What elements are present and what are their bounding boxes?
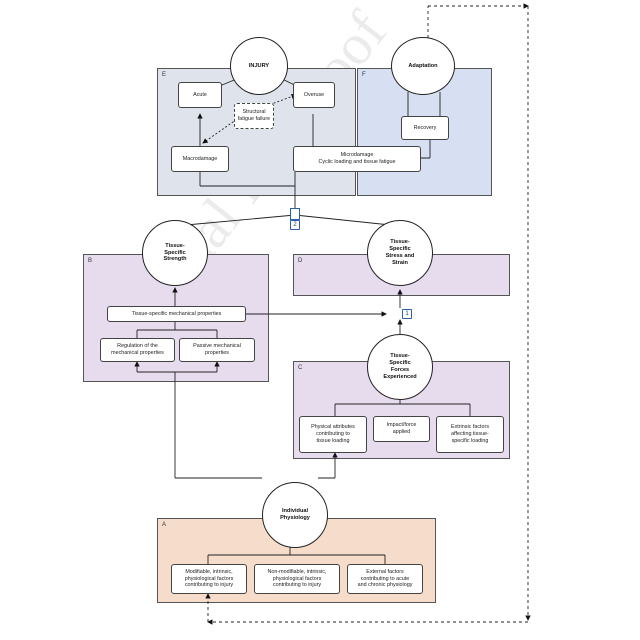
non-modifiable-box: Non-modifiable, intrinsic, physiological… <box>254 564 340 594</box>
injury-circle: INJURY <box>230 37 288 95</box>
recovery-box: Recovery <box>401 116 449 140</box>
panel-d-letter: D <box>298 258 303 264</box>
panel-e-letter: E <box>162 72 167 78</box>
extrinsic-factors-box: Extrinsic factors affecting tissue- spec… <box>436 416 504 453</box>
panel-f-letter: F <box>362 72 366 78</box>
junction-tag-1: 1 <box>402 309 412 319</box>
panel-c-letter: C <box>298 365 303 371</box>
tissue-forces-circle: Tissue- Specific Forces Experienced <box>367 334 433 400</box>
acute-box: Acute <box>178 82 222 108</box>
physical-attributes-box: Physical attributes contributing to tiss… <box>299 416 367 453</box>
passive-box: Passive mechanical properties <box>179 338 255 362</box>
overuse-box: Overuse <box>293 82 335 108</box>
impact-force-box: Impact/force applied <box>373 416 430 442</box>
fatigue-to-macro-dashed <box>202 116 241 144</box>
adaptation-circle: Adaptation <box>391 37 455 95</box>
tissue-stress-circle: Tissue- Specific Stress and Strain <box>367 220 433 286</box>
macrodamage-box: Macrodamage <box>171 146 229 172</box>
panel-a-letter: A <box>162 522 167 528</box>
junction-to-strength-line <box>174 214 296 227</box>
tissue-mech-props-box: Tissue-specific mechanical properties <box>107 306 246 322</box>
regulation-box: Regulation of the mechanical properties <box>100 338 175 362</box>
microdamage-box: Microdamage Cyclic loading and tissue fa… <box>293 146 421 172</box>
external-box: External factors contributing to acute a… <box>347 564 423 594</box>
panel-b-letter: B <box>88 258 93 264</box>
individual-physiology-circle: Individual Physiology <box>262 482 328 548</box>
modifiable-box: Modifiable, intrinsic, physiological fac… <box>171 564 247 594</box>
tissue-strength-circle: Tissue- Specific Strength <box>142 220 208 286</box>
structural-fatigue-box: Structural fatigue failure <box>234 103 274 129</box>
junction-tag-2: 2 <box>290 220 300 230</box>
junction-tag-2-top <box>290 208 300 220</box>
